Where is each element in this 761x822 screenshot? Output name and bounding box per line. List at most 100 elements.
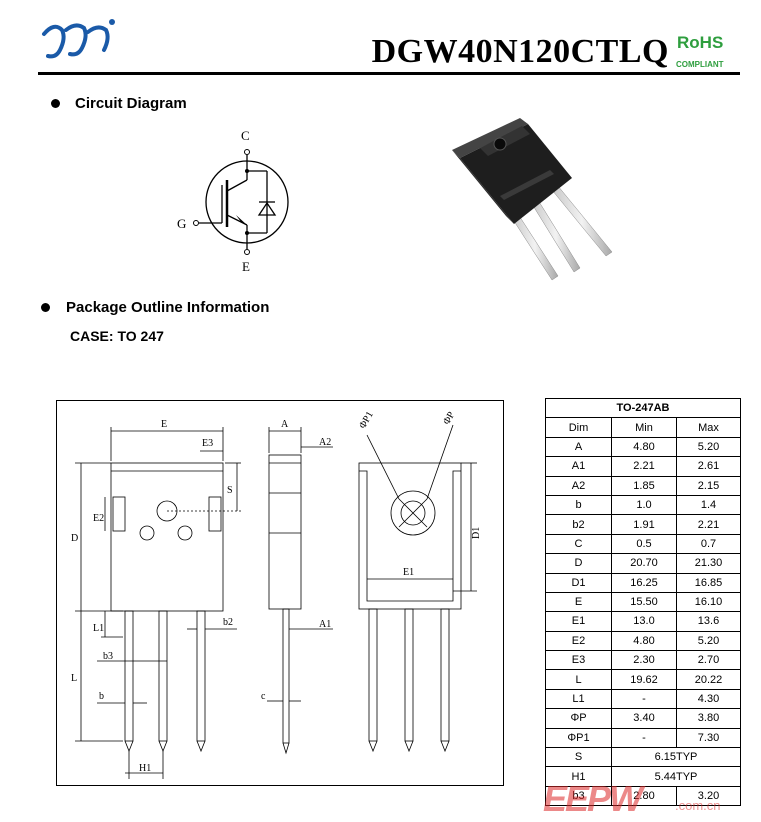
table-cell: 20.22 — [676, 669, 741, 690]
table-cell: 21.30 — [676, 553, 741, 574]
table-cell: 5.20 — [676, 436, 741, 458]
table-cell: A1 — [545, 456, 612, 477]
part-number-title: DGW40N120CTLQ — [371, 33, 669, 70]
table-cell: 16.25 — [611, 572, 677, 593]
table-cell: 2.15 — [676, 475, 741, 496]
table-cell: 3.40 — [611, 708, 677, 729]
table-header: Min — [611, 417, 677, 438]
to247-package-photo — [452, 118, 613, 281]
table-header: Max — [676, 417, 741, 438]
table-cell: 6.15TYP — [611, 747, 741, 768]
bullet-icon — [41, 303, 50, 312]
dim-label: c — [261, 691, 266, 702]
table-cell: 13.6 — [676, 611, 741, 632]
table-cell: 2.30 — [611, 650, 677, 671]
table-caption: TO-247AB — [545, 397, 741, 419]
table-cell: 19.62 — [611, 669, 677, 690]
table-cell: D1 — [545, 572, 612, 593]
table-cell: A2 — [545, 475, 612, 496]
circuit-diagram-heading: Circuit Diagram — [75, 95, 187, 112]
table-cell: 2.80 — [611, 785, 677, 807]
dim-label: E — [161, 419, 167, 430]
table-cell: D — [545, 553, 612, 574]
table-cell: ΦP — [545, 708, 612, 729]
compliant-label: COMPLIANT — [676, 60, 724, 69]
table-cell: 5.20 — [676, 630, 741, 652]
table-cell: E — [545, 591, 612, 613]
dim-label: ΦP — [441, 410, 457, 427]
terminal-e-label: E — [242, 259, 250, 274]
table-cell: 2.21 — [611, 456, 677, 477]
table-cell: E1 — [545, 611, 612, 632]
table-cell: 4.30 — [676, 688, 741, 710]
table-cell: 0.7 — [676, 533, 741, 555]
dim-label: L1 — [93, 623, 104, 634]
terminal-c-label: C — [241, 128, 250, 143]
terminal-g-label: G — [177, 216, 186, 231]
dim-label: A — [281, 419, 289, 430]
table-cell: C — [545, 533, 612, 555]
igbt-circuit-symbol: C G E — [177, 128, 289, 274]
table-cell: - — [611, 688, 677, 710]
table-cell: 2.61 — [676, 456, 741, 477]
table-cell: 0.5 — [611, 533, 677, 555]
table-cell: 15.50 — [611, 591, 677, 613]
table-cell: H1 — [545, 766, 612, 787]
table-cell: - — [611, 727, 677, 749]
dim-label: H1 — [139, 763, 151, 774]
package-outline-heading: Package Outline Information — [66, 299, 270, 316]
table-caption-row: TO-247AB — [545, 397, 741, 419]
dim-label: D1 — [471, 527, 482, 539]
dim-label: A1 — [319, 619, 331, 630]
table-cell: S — [545, 747, 612, 768]
dim-label: A2 — [319, 437, 331, 448]
table-cell: 3.80 — [676, 708, 741, 729]
table-cell: L1 — [545, 688, 612, 710]
table-cell: 1.91 — [611, 514, 677, 535]
table-cell: 7.30 — [676, 727, 741, 749]
header-rule — [38, 72, 740, 75]
table-cell: 16.85 — [676, 572, 741, 593]
table-cell: 5.44TYP — [611, 766, 741, 787]
table-cell: ΦP1 — [545, 727, 612, 749]
table-header: Dim — [545, 417, 612, 438]
bullet-icon — [51, 99, 60, 108]
table-cell: b3 — [545, 785, 612, 807]
dim-label: S — [227, 485, 233, 496]
dim-label: b — [99, 691, 104, 702]
package-outline-drawing: E E3 D E2 S L1 b2 b3 L b H1 A A2 A1 c — [56, 400, 504, 786]
dim-label: L — [71, 673, 77, 684]
table-cell: 1.85 — [611, 475, 677, 496]
table-cell: A — [545, 436, 612, 458]
table-cell: 3.20 — [676, 785, 741, 807]
table-cell: 1.0 — [611, 494, 677, 516]
table-cell: b2 — [545, 514, 612, 535]
dim-label: E3 — [202, 438, 213, 449]
table-cell: 16.10 — [676, 591, 741, 613]
dim-label: D — [71, 533, 78, 544]
company-logo-icon — [42, 19, 115, 59]
table-cell: E2 — [545, 630, 612, 652]
dim-label: b2 — [223, 617, 233, 628]
dim-label: E2 — [93, 513, 104, 524]
table-cell: 1.4 — [676, 494, 741, 516]
table-cell: 4.80 — [611, 630, 677, 652]
rohs-label: RoHS — [677, 33, 724, 52]
